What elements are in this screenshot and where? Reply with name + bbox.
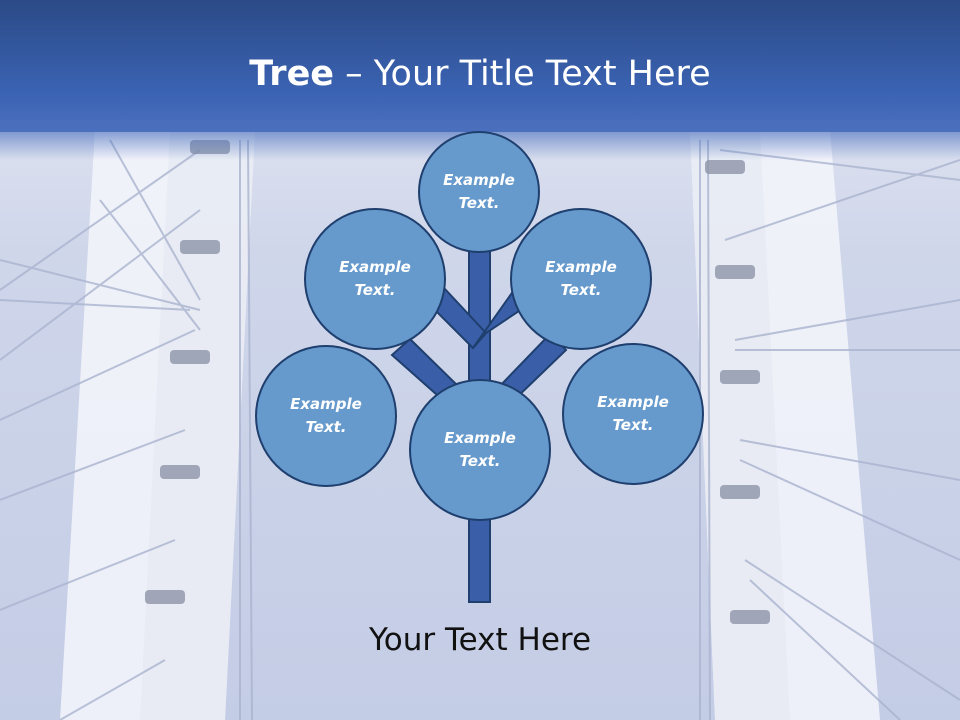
title-rest: – Your Title Text Here xyxy=(334,54,711,94)
title-bold-part: Tree xyxy=(249,54,335,94)
slide-title[interactable]: Tree – Your Title Text Here xyxy=(0,52,960,96)
tree-node-center-text: Example Text. xyxy=(444,429,516,470)
tree-node-top[interactable]: Example Text. xyxy=(418,131,540,253)
tree-node-upper-left-text: Example Text. xyxy=(339,258,411,299)
tree-node-center[interactable]: Example Text. xyxy=(409,379,551,521)
tree-node-lower-right[interactable]: Example Text. xyxy=(562,343,704,485)
tree-node-upper-right[interactable]: Example Text. xyxy=(510,208,652,350)
tree-node-top-text: Example Text. xyxy=(443,171,515,212)
tree-node-lower-left-text: Example Text. xyxy=(290,395,362,436)
tree-node-upper-left[interactable]: Example Text. xyxy=(304,208,446,350)
tree-node-lower-right-text: Example Text. xyxy=(597,393,669,434)
tree-node-upper-right-text: Example Text. xyxy=(545,258,617,299)
tree-node-lower-left[interactable]: Example Text. xyxy=(255,345,397,487)
caption-text[interactable]: Your Text Here xyxy=(368,622,592,658)
title-bar xyxy=(0,0,960,132)
